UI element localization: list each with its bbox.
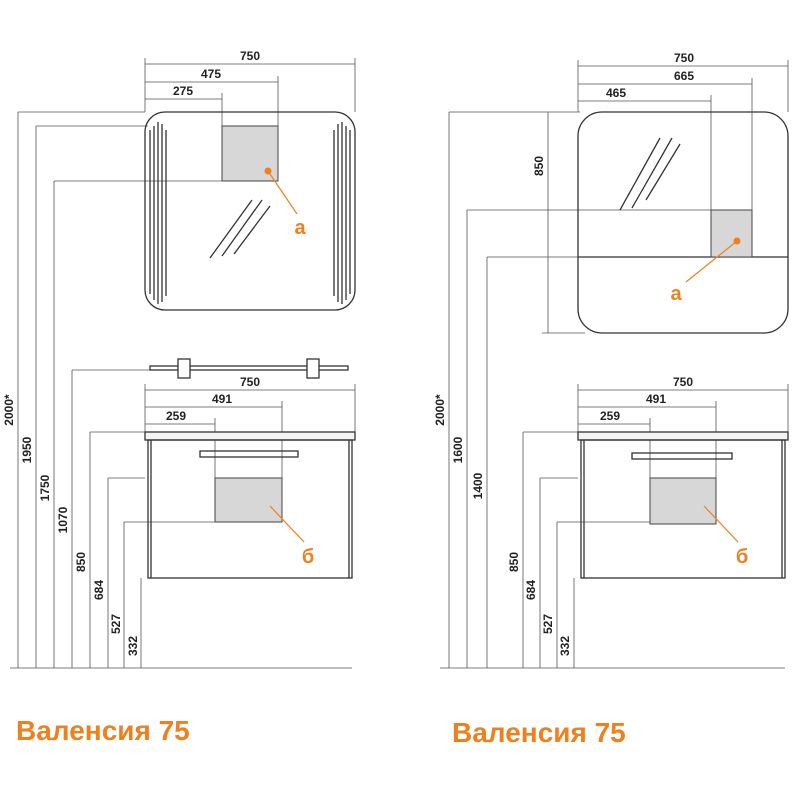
right-title: Валенсия 75 [452,717,626,748]
height-dim-1070: 1070 [56,506,70,533]
left-drawing: 2000* 1950 1750 1070 850 684 527 332 750… [2,49,356,746]
mirror-right: а [577,111,789,334]
mirror-width-dim: 750 [240,49,260,63]
cabinet-dim-491-right: 491 [646,392,666,406]
height-dim-1750: 1750 [38,474,52,501]
mirror-dim-665: 665 [674,69,694,83]
marker-a: а [294,217,306,239]
mirror: а [144,111,356,311]
height-dim-1600: 1600 [451,436,465,463]
mirror-shelf-a-right [710,209,753,258]
marker-b: б [302,546,314,568]
cabinet-box-b-right [649,477,717,525]
mirror-height-dim: 850 [532,156,546,176]
cabinet-width-dim: 750 [240,375,260,389]
cabinet: б [144,431,356,579]
mirror-dim-475: 475 [201,67,221,81]
cabinet-box-b [214,477,283,523]
height-dim-1400: 1400 [471,472,485,499]
cabinet-right: б [577,431,789,579]
mirror-width-dim-right: 750 [674,51,694,65]
marker-a-right: а [670,283,682,305]
cabinet-dim-259: 259 [166,409,186,423]
height-dim-684-right: 684 [524,580,538,600]
drawer-handle-right [631,452,733,460]
height-dim-850: 850 [74,552,88,572]
cabinet-dim-259-right: 259 [600,409,620,423]
height-dim-1950: 1950 [20,436,34,463]
mirror-dim-465: 465 [606,86,626,100]
height-dim-total: 2000* [2,394,16,426]
marker-b-right: б [736,546,748,568]
height-dim-total-right: 2000* [433,394,447,426]
height-dim-527-right: 527 [541,614,555,634]
height-dim-850-right: 850 [507,552,521,572]
height-dim-684: 684 [92,580,106,600]
cabinet-width-dim-right: 750 [673,375,693,389]
height-dim-332-right: 332 [558,636,572,656]
height-dim-527: 527 [109,614,123,634]
mirror-dim-275: 275 [173,84,193,98]
cabinet-dim-491: 491 [212,392,232,406]
height-dim-332: 332 [126,636,140,656]
right-drawing: 850 2000* 1600 1400 850 684 527 332 750 … [433,51,789,748]
left-title: Валенсия 75 [16,715,190,746]
drawer-handle [199,450,299,458]
glass-shelf [149,358,349,379]
